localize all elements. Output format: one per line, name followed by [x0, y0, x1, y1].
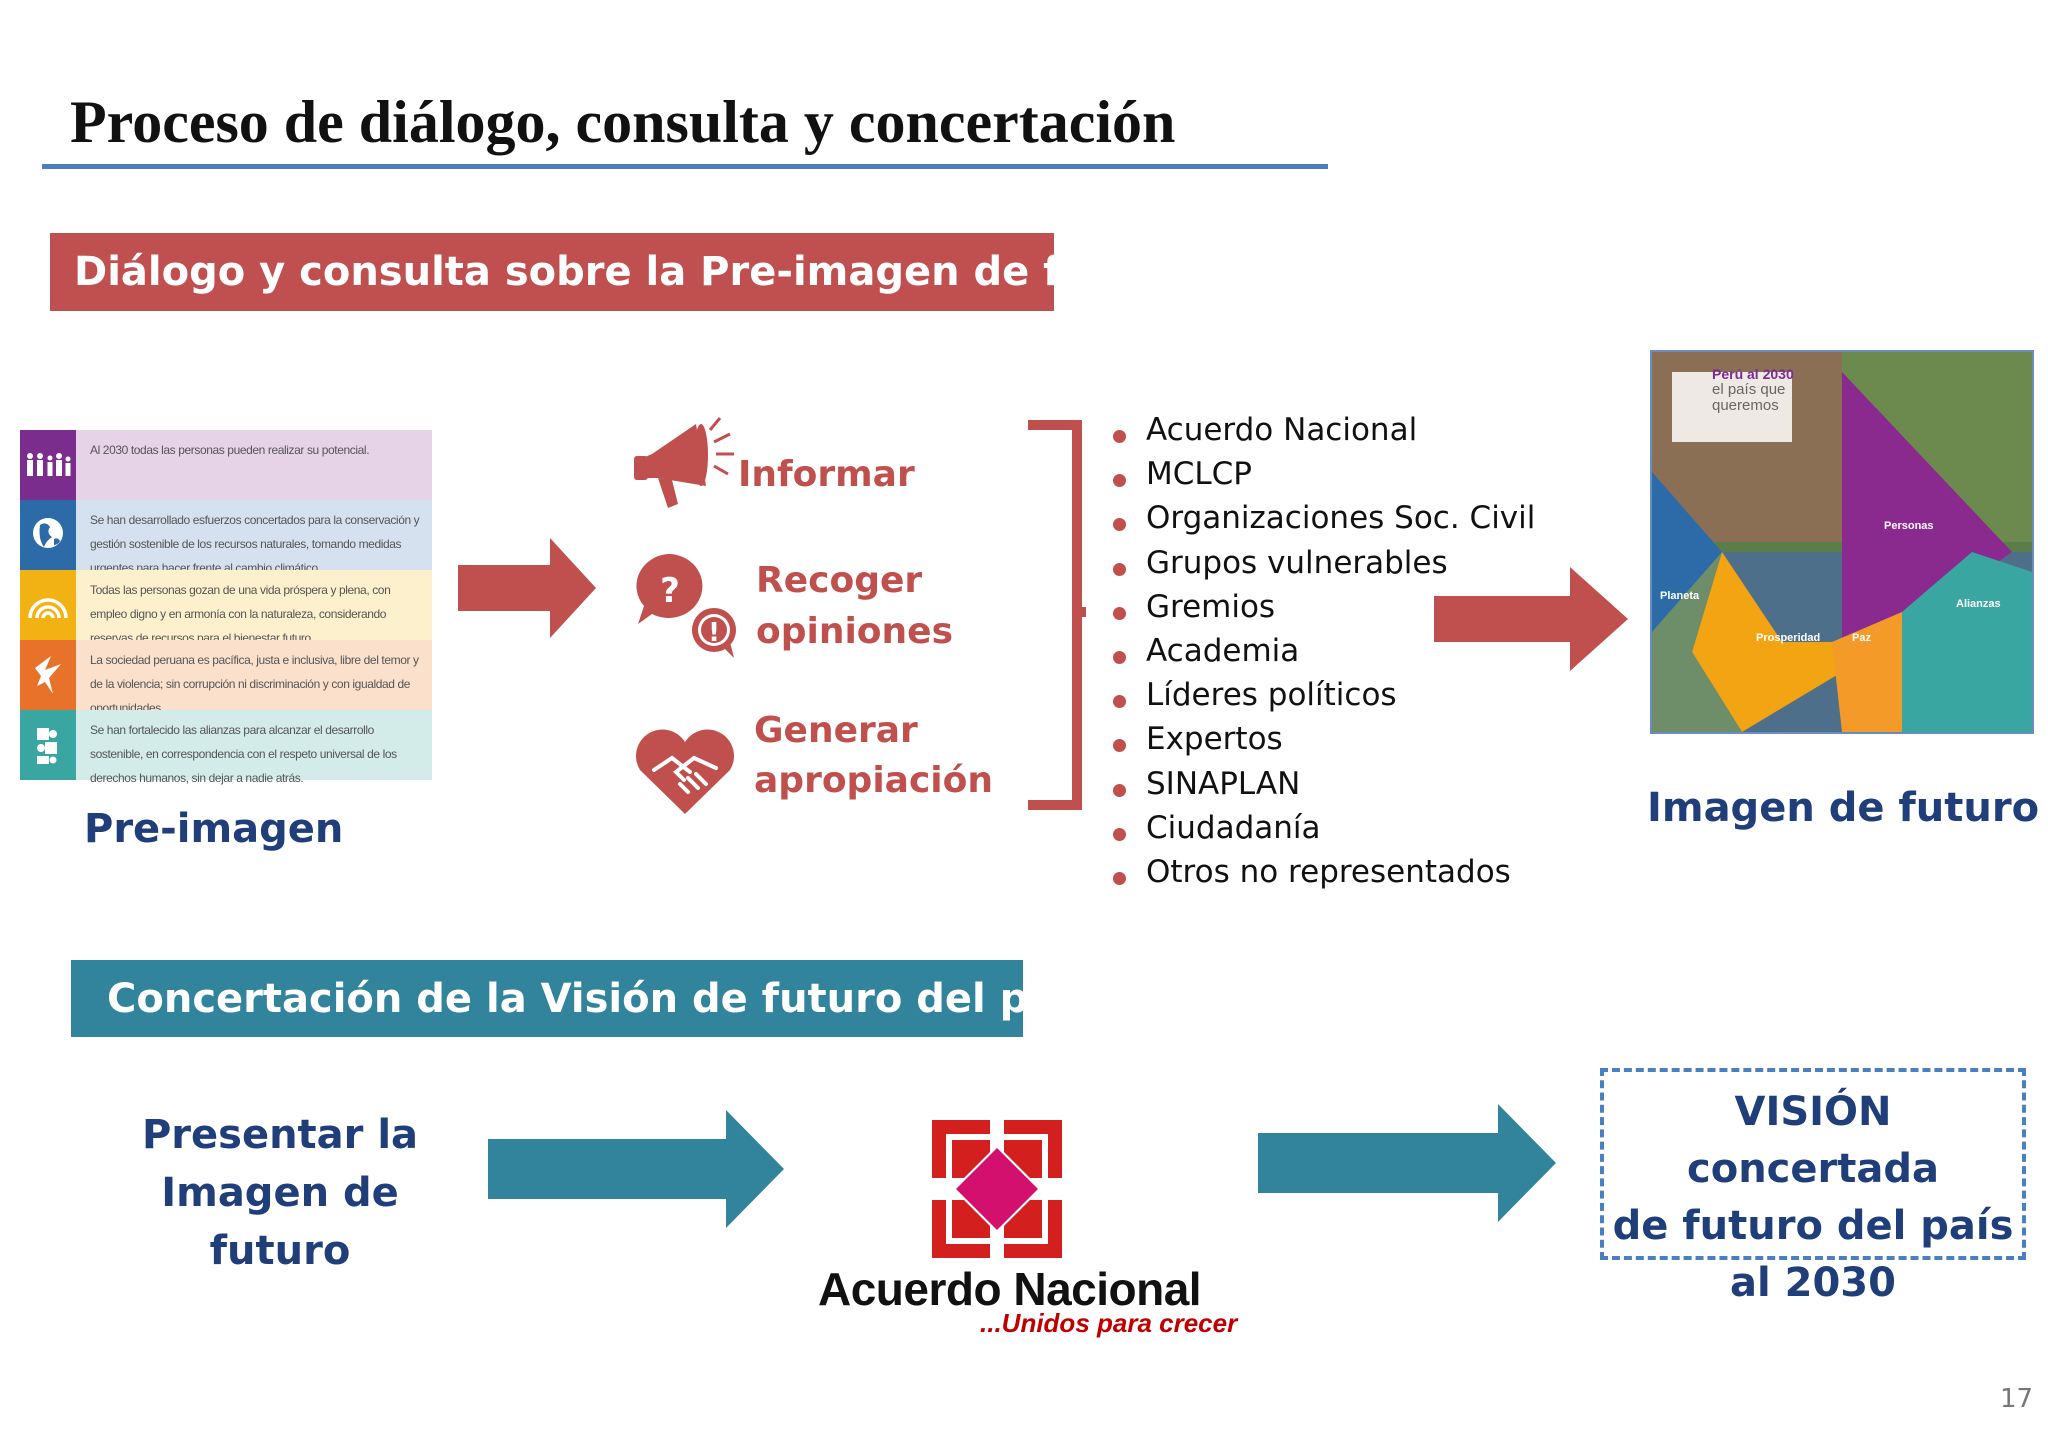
list-item: MCLCP: [1112, 452, 1535, 496]
pre-image-row: Todas las personas gozan de una vida pró…: [20, 570, 432, 645]
vision-line: de futuro del país: [1612, 1203, 2014, 1249]
vision-line: al 2030: [1730, 1260, 1896, 1306]
pre-image-row-text: Se han fortalecido las alianzas para alc…: [90, 723, 397, 785]
section2-banner: Concertación de la Visión de futuro del …: [71, 960, 1093, 1037]
puzzle-icon: [20, 710, 76, 780]
list-item: Otros no representados: [1112, 850, 1535, 894]
megaphone-icon: [630, 412, 740, 508]
rainbow-icon: [20, 570, 76, 640]
arrow-right-icon: [1258, 1104, 1556, 1222]
svg-text:!: !: [708, 618, 720, 648]
arrow-right-icon: [488, 1110, 784, 1228]
globe-icon: [20, 500, 76, 570]
pre-image-thumbnail: Al 2030 todas las personas pueden realiz…: [20, 430, 432, 785]
action-label: Recoger: [756, 560, 923, 601]
action-label: apropiación: [754, 760, 993, 801]
list-item: Organizaciones Soc. Civil: [1112, 496, 1535, 540]
list-item: Líderes políticos: [1112, 673, 1535, 717]
segment-label: Planeta: [1660, 590, 1700, 602]
title-underline: [42, 164, 1328, 169]
pre-image-caption: Pre-imagen: [84, 806, 344, 852]
speech-bubbles-icon: ? !: [632, 550, 742, 660]
segment-label: Personas: [1884, 520, 1934, 532]
segment-label: Prosperidad: [1756, 632, 1821, 644]
pre-image-row: Se han fortalecido las alianzas para alc…: [20, 710, 432, 785]
present-image-text: Presentar la Imagen de futuro: [90, 1106, 470, 1280]
list-item: Grupos vulnerables: [1112, 541, 1535, 585]
dove-icon: [20, 640, 76, 710]
present-line: Presentar la: [141, 1112, 419, 1158]
pre-image-row-text: Al 2030 todas las personas pueden realiz…: [90, 443, 370, 457]
action-label: Informar: [738, 454, 915, 495]
page-number: 17: [2000, 1384, 2034, 1414]
segment-label: Alianzas: [1956, 598, 2001, 610]
slide-title: Proceso de diálogo, consulta y concertac…: [70, 89, 1176, 155]
present-line: Imagen de futuro: [161, 1170, 399, 1274]
pre-image-row: Al 2030 todas las personas pueden realiz…: [20, 430, 432, 500]
future-image-heading: queremos: [1712, 397, 1779, 414]
list-item: Acuerdo Nacional: [1112, 408, 1535, 452]
bracket: [1028, 420, 1086, 810]
future-image-caption: Imagen de futuro: [1647, 785, 2040, 831]
people-icon: [20, 430, 76, 500]
arrow-right-icon: [458, 538, 596, 638]
action-label: Generar: [754, 710, 918, 751]
pre-image-row: La sociedad peruana es pacífica, justa e…: [20, 640, 432, 715]
section1-banner: Diálogo y consulta sobre la Pre-imagen d…: [50, 233, 1184, 311]
action-label: opiniones: [756, 611, 954, 652]
svg-text:?: ?: [660, 571, 680, 611]
acuerdo-nacional-logo: [815, 1120, 1245, 1342]
list-item: Expertos: [1112, 717, 1535, 761]
logo-slogan: ...Unidos para crecer: [980, 1308, 1238, 1338]
list-item: Ciudadanía: [1112, 806, 1535, 850]
vision-box: VISIÓN concertada de futuro del país al …: [1600, 1068, 2026, 1306]
vision-line: VISIÓN concertada: [1687, 1089, 1939, 1192]
future-image-heading: el país que: [1712, 381, 1786, 398]
participants-list: Acuerdo Nacional MCLCP Organizaciones So…: [1112, 408, 1535, 894]
future-image-thumbnail: Perú al 2030 el país que queremos Person…: [1650, 350, 2034, 734]
heart-handshake-icon: [632, 728, 738, 816]
logo-name: Acuerdo Nacional: [818, 1263, 1202, 1315]
pre-image-row: Se han desarrollado esfuerzos concertado…: [20, 500, 432, 575]
list-item: SINAPLAN: [1112, 762, 1535, 806]
future-image-heading: Perú al 2030: [1712, 366, 1794, 382]
list-item: Gremios: [1112, 585, 1535, 629]
list-item: Academia: [1112, 629, 1535, 673]
segment-label: Paz: [1852, 632, 1871, 644]
arrow-right-icon: [1434, 567, 1628, 671]
